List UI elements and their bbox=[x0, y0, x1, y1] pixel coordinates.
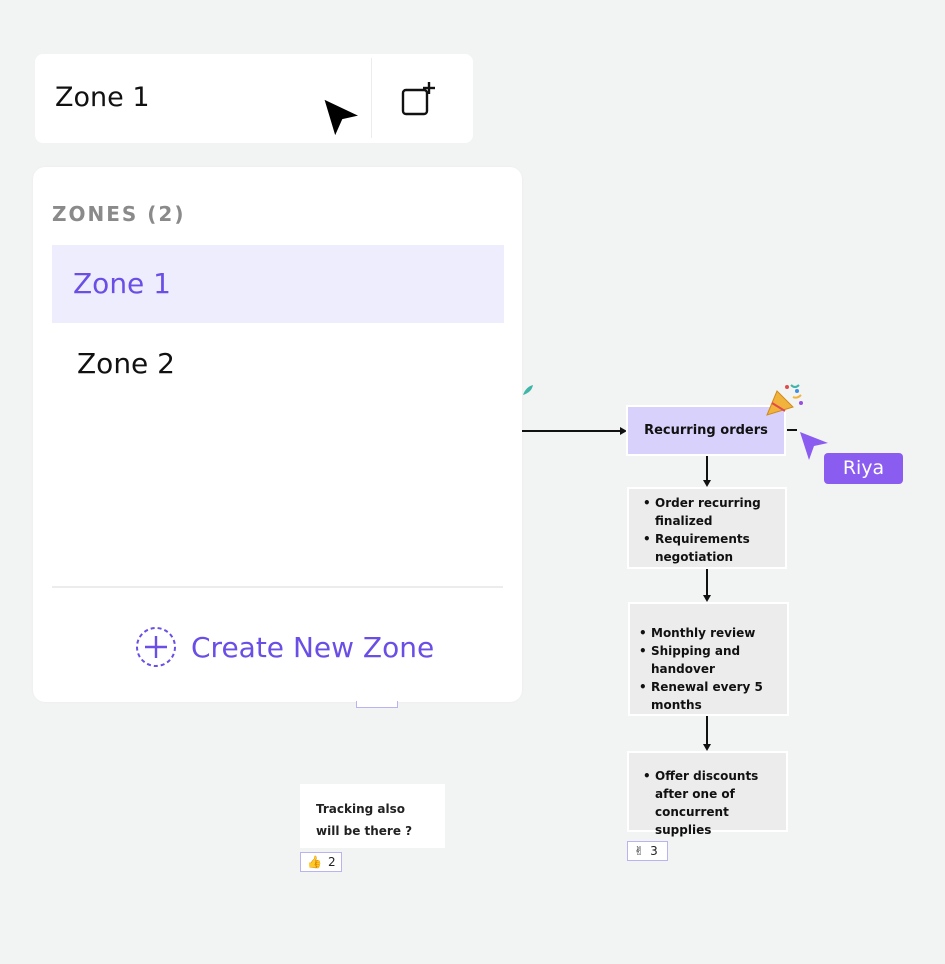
connector-arrowhead bbox=[703, 595, 711, 602]
reaction-thumbs-up[interactable]: 👍 2 bbox=[300, 852, 342, 872]
hidden-reaction-stub bbox=[356, 701, 398, 708]
list-item: Offer discounts after one of concurrent … bbox=[643, 767, 780, 839]
zone-item-1[interactable]: Zone 1 bbox=[52, 245, 504, 323]
sticky-note-text: Tracking also will be there ? bbox=[316, 802, 413, 838]
victory-hand-icon: ✌ bbox=[634, 844, 645, 858]
flow-box-recurring-orders[interactable]: Recurring orders bbox=[626, 405, 786, 456]
flow-box-review[interactable]: Monthly review Shipping and handover Ren… bbox=[628, 602, 789, 716]
flow-box-order[interactable]: Order recurring finalized Requirements n… bbox=[627, 487, 787, 569]
leaf-icon bbox=[523, 385, 533, 395]
reaction-count: 2 bbox=[327, 855, 336, 869]
mouse-cursor-icon bbox=[321, 96, 365, 141]
add-frame-icon[interactable] bbox=[393, 78, 439, 124]
create-new-zone-label: Create New Zone bbox=[191, 630, 435, 664]
connector-right-stub bbox=[787, 429, 797, 431]
connector-arrowhead bbox=[703, 480, 711, 487]
list-item: Order recurring finalized bbox=[643, 494, 777, 530]
flow-box-title: Recurring orders bbox=[644, 423, 768, 438]
list-item: Requirements negotiation bbox=[643, 530, 777, 566]
reaction-count: 3 bbox=[650, 844, 658, 858]
list-item: Renewal every 5 months bbox=[639, 678, 783, 714]
thumbs-up-icon: 👍 bbox=[307, 855, 322, 869]
zones-panel: ZONES (2) Zone 1 Zone 2 Create New Zone bbox=[33, 167, 522, 702]
current-zone-title[interactable]: Zone 1 bbox=[55, 82, 150, 113]
zone-item-2[interactable]: Zone 2 bbox=[77, 347, 175, 380]
bar-divider bbox=[371, 58, 372, 138]
create-new-zone-button[interactable]: Create New Zone bbox=[135, 626, 434, 668]
connector-horizontal bbox=[522, 430, 622, 432]
connector-arrowhead bbox=[620, 427, 627, 435]
list-item: Shipping and handover bbox=[639, 642, 783, 678]
connector-down-3 bbox=[706, 716, 708, 744]
reaction-victory[interactable]: ✌ 3 bbox=[627, 841, 668, 861]
list-item: Monthly review bbox=[639, 624, 783, 642]
plus-circle-dashed-icon bbox=[136, 627, 176, 667]
zones-heading: ZONES (2) bbox=[52, 202, 186, 226]
connector-down-1 bbox=[706, 456, 708, 480]
flow-box-discounts[interactable]: Offer discounts after one of concurrent … bbox=[627, 751, 788, 837]
party-popper-icon bbox=[766, 384, 803, 416]
zone-selector-bar: Zone 1 bbox=[35, 54, 473, 143]
connector-arrowhead bbox=[703, 744, 711, 751]
panel-divider bbox=[52, 586, 503, 588]
collaborator-cursor-icon bbox=[800, 432, 828, 460]
sticky-note[interactable]: Tracking also will be there ? bbox=[300, 784, 445, 848]
collaborator-name-tag: Riya bbox=[824, 453, 903, 484]
connector-down-2 bbox=[706, 569, 708, 595]
